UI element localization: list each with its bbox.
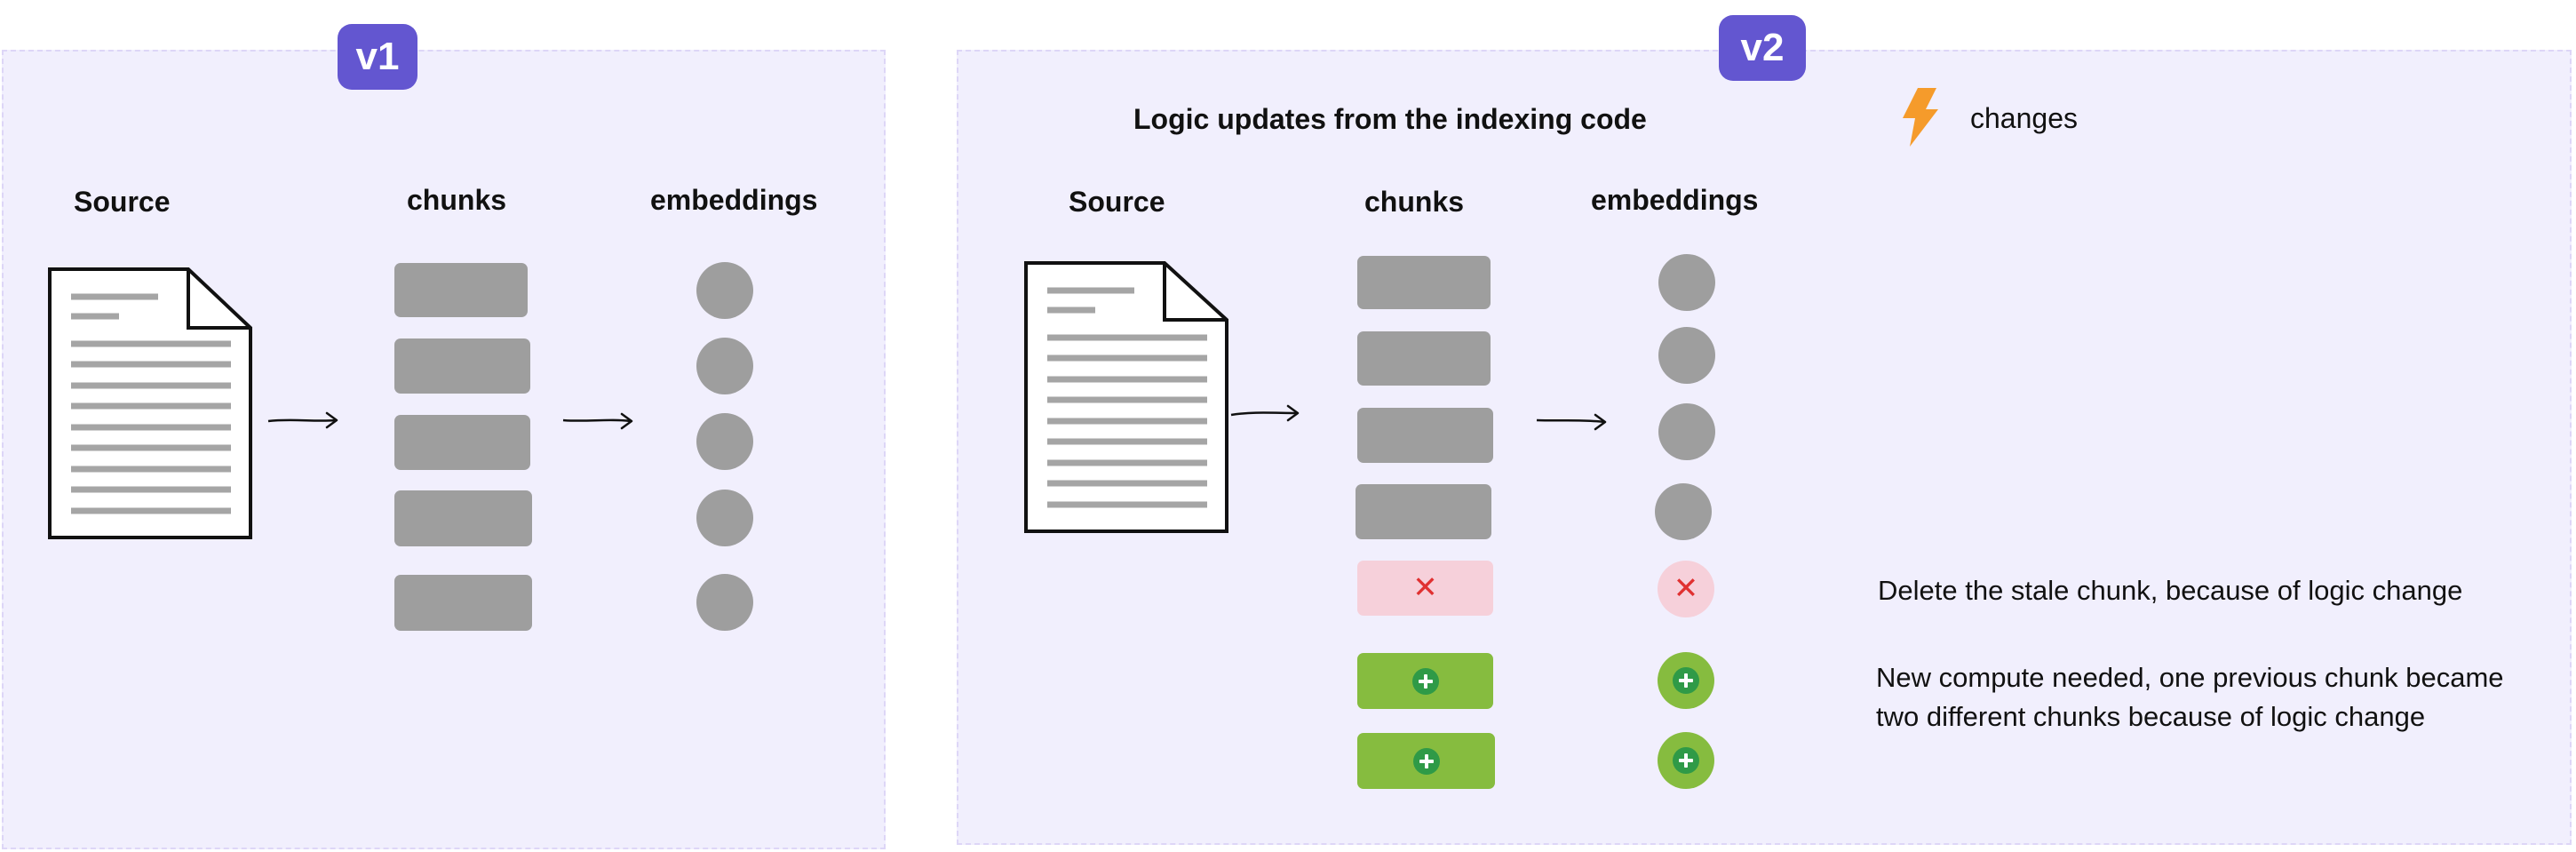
v2-chunk xyxy=(1356,484,1491,539)
v2-new-embedding xyxy=(1658,652,1714,709)
v2-embedding xyxy=(1658,254,1715,311)
lightning-bolt-icon xyxy=(1903,88,1938,147)
v2-source-document-icon xyxy=(1024,261,1228,533)
legend-changes-label: changes xyxy=(1970,102,2078,134)
delete-x-icon: ✕ xyxy=(1673,571,1699,606)
v2-embedding xyxy=(1658,403,1715,460)
v2-embedding xyxy=(1655,483,1712,540)
v1-chunk xyxy=(394,490,532,546)
v2-title: Logic updates from the indexing code xyxy=(1133,103,1647,135)
v2-new-embedding xyxy=(1658,732,1714,789)
v1-source-label: Source xyxy=(74,186,171,218)
v2-new-chunk xyxy=(1357,653,1493,709)
v2-embedding xyxy=(1658,327,1715,384)
v1-embedding xyxy=(696,574,753,631)
v1-embedding xyxy=(696,338,753,394)
plus-icon xyxy=(1673,667,1699,694)
v1-chunk xyxy=(394,338,530,394)
note-delete-stale-chunk: Delete the stale chunk, because of logic… xyxy=(1878,575,2463,606)
note-new-compute: New compute needed, one previous chunk b… xyxy=(1876,662,2504,732)
v2-badge: v2 xyxy=(1719,15,1806,81)
v2-arrow-source-to-chunks xyxy=(1230,404,1300,422)
v1-chunk xyxy=(394,575,532,631)
v1-chunks-label: chunks xyxy=(407,184,507,216)
delete-x-icon: ✕ xyxy=(1412,570,1438,605)
v2-arrow-chunks-to-embeddings xyxy=(1536,413,1607,431)
plus-icon xyxy=(1673,747,1699,774)
v2-chunk xyxy=(1357,331,1491,386)
v2-source-label: Source xyxy=(1069,186,1165,218)
v1-chunk xyxy=(394,263,528,317)
v1-embedding xyxy=(696,490,753,546)
v1-source-document-icon xyxy=(48,267,252,539)
v2-chunk xyxy=(1357,408,1493,463)
v1-arrow-source-to-chunks xyxy=(267,411,338,429)
v1-embedding xyxy=(696,413,753,470)
v1-embeddings-label: embeddings xyxy=(650,184,818,216)
plus-icon xyxy=(1412,747,1440,775)
v2-chunk xyxy=(1357,256,1491,309)
v1-embedding xyxy=(696,262,753,319)
v2-stale-chunk: ✕ xyxy=(1357,561,1493,616)
v2-stale-embedding: ✕ xyxy=(1658,561,1714,617)
plus-icon xyxy=(1411,667,1439,695)
v2-new-chunk xyxy=(1357,733,1495,789)
v1-arrow-chunks-to-embeddings xyxy=(562,412,633,430)
v1-chunk xyxy=(394,415,530,470)
v2-embeddings-label: embeddings xyxy=(1591,184,1759,216)
v1-badge: v1 xyxy=(338,24,417,90)
v2-chunks-label: chunks xyxy=(1364,186,1465,218)
